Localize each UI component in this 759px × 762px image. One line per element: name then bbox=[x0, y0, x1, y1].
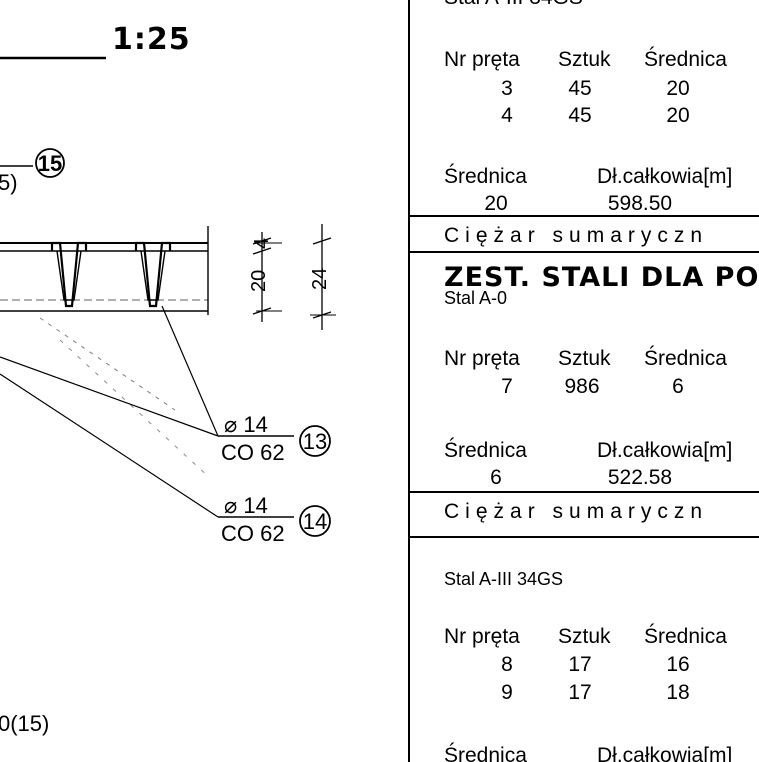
section-c-head-nr: Nr pręta bbox=[444, 625, 520, 648]
callout-13-circle bbox=[299, 425, 331, 457]
section-drawing: 1:25 5) 15 ⌀ 14 CO 62 13 ⌀ 14 bbox=[0, 22, 336, 736]
section-b-total-head-sr: Średnica bbox=[444, 438, 527, 462]
section-b-total-sr: 6 bbox=[490, 466, 502, 489]
leader-dashed-2 bbox=[59, 339, 211, 479]
section-b-row-1-szt: 986 bbox=[564, 375, 599, 398]
section-a-head-sr: Średnica bbox=[644, 47, 727, 71]
section-a-total-head-dl: Dł.całkowia[m] bbox=[597, 165, 732, 188]
section-a-row-2-sr: 20 bbox=[666, 104, 689, 127]
stirrup-2-inner bbox=[140, 250, 166, 301]
section-a-head-nr: Nr pręta bbox=[444, 48, 520, 71]
scale-label: 1:25 bbox=[112, 22, 191, 57]
section-b-head-nr: Nr pręta bbox=[444, 347, 520, 370]
section-c-head-sr: Średnica bbox=[644, 624, 727, 648]
section-a-row-2-nr: 4 bbox=[501, 104, 513, 127]
section-a-row-1-nr: 3 bbox=[501, 77, 513, 100]
section-b-total-head-dl: Dł.całkowia[m] bbox=[597, 439, 732, 462]
callout-14-circle bbox=[299, 505, 331, 537]
section-b-row-1-sr: 6 bbox=[672, 375, 684, 398]
section-a-row-1-sr: 20 bbox=[666, 77, 689, 100]
leader-13-b bbox=[161, 305, 219, 437]
zest-title: ZEST. STALI DLA PO bbox=[444, 262, 759, 293]
callout-14-spacing: CO 62 bbox=[221, 521, 285, 546]
section-a-row-1-szt: 45 bbox=[568, 77, 591, 100]
section-c-row-1-sr: 16 bbox=[666, 653, 689, 676]
steel-schedule-table: Stal A-III 34GS Nr pręta Sztuk Średnica … bbox=[408, 0, 759, 762]
weight-label-1: Ciężar sumaryczn bbox=[444, 224, 708, 247]
section-b-head-szt: Sztuk bbox=[558, 347, 611, 370]
section-a-head-szt: Sztuk bbox=[558, 48, 611, 71]
partial-label-bottom: 0(15) bbox=[0, 711, 49, 736]
stirrup-1 bbox=[50, 241, 88, 308]
stirrup-1-inner bbox=[56, 250, 82, 301]
section-a-total-head-sr: Średnica bbox=[444, 164, 527, 188]
callout-15-number: 15 bbox=[38, 151, 62, 176]
section-c-row-2-szt: 17 bbox=[568, 681, 591, 704]
callout-15-circle bbox=[35, 148, 65, 178]
dim-tick-b bbox=[252, 247, 272, 255]
leader-14-a bbox=[0, 373, 219, 518]
section-c-row-2-sr: 18 bbox=[666, 681, 689, 704]
dim-24-label: 24 bbox=[309, 268, 331, 290]
callout-13-bar: ⌀ 14 bbox=[224, 412, 268, 437]
section-b-subtitle: Stal A-0 bbox=[444, 288, 507, 308]
section-a-row-2-szt: 45 bbox=[568, 104, 591, 127]
partial-label-top: 5) bbox=[0, 170, 18, 195]
leader-dashed-1 bbox=[39, 317, 176, 411]
section-c-row-2-nr: 9 bbox=[501, 681, 513, 704]
section-c-total-head-sr: Średnica bbox=[444, 743, 527, 762]
section-b-head-sr: Średnica bbox=[644, 346, 727, 370]
section-b-total-dl: 522.58 bbox=[608, 466, 672, 489]
section-a-heading: Stal A-III 34GS bbox=[444, 0, 583, 9]
section-c-row-1-szt: 17 bbox=[568, 653, 591, 676]
dim-24-tick-a bbox=[312, 237, 332, 245]
callout-14-number: 14 bbox=[303, 509, 327, 534]
dim-4-label: 4 bbox=[251, 238, 273, 249]
leader-13-a bbox=[0, 356, 219, 437]
callout-14-bar: ⌀ 14 bbox=[224, 493, 268, 518]
section-c-total-head-dl: Dł.całkowia[m] bbox=[597, 744, 732, 762]
callout-13-spacing: CO 62 bbox=[221, 440, 285, 465]
section-c-row-1-nr: 8 bbox=[501, 653, 513, 676]
weight-label-2: Ciężar sumaryczn bbox=[444, 500, 708, 523]
section-c-head-szt: Sztuk bbox=[558, 625, 611, 648]
section-c-subtitle: Stal A-III 34GS bbox=[444, 569, 563, 589]
section-b-row-1-nr: 7 bbox=[501, 375, 513, 398]
section-a-total-sr: 20 bbox=[484, 192, 507, 215]
stirrup-2 bbox=[134, 241, 172, 308]
callout-13-number: 13 bbox=[303, 429, 327, 454]
section-a-total-dl: 598.50 bbox=[608, 192, 672, 215]
dim-20-label: 20 bbox=[248, 270, 270, 292]
